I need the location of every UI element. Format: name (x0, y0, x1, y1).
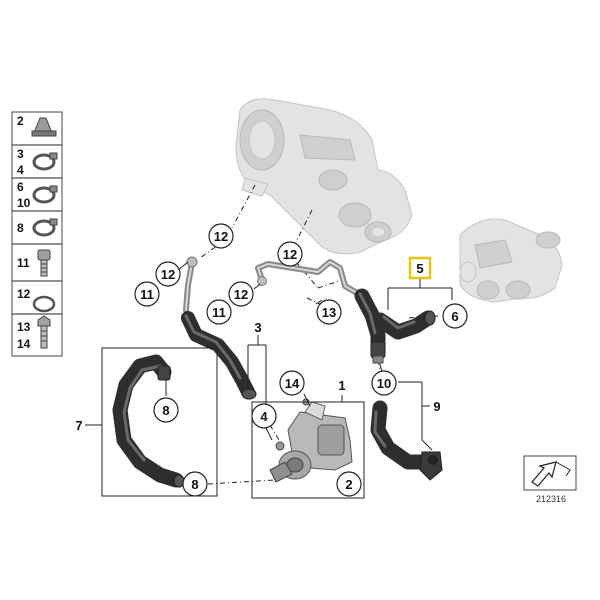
hose-3 (181, 311, 257, 400)
svg-text:6: 6 (451, 309, 458, 324)
hose-9 (370, 400, 443, 481)
hose-clamp-icon (32, 152, 58, 171)
callout-12-turbo-right: 12 (277, 241, 303, 267)
label-5-highlighted: 5 (408, 256, 432, 280)
callout-6: 6 (442, 303, 468, 329)
hose-clamp-icon (32, 185, 58, 204)
svg-text:6: 6 (17, 180, 24, 194)
svg-text:3: 3 (17, 147, 24, 161)
callout-14: 14 (279, 370, 305, 396)
hose-clamp-icon (32, 218, 58, 237)
callout-4: 4 (251, 403, 277, 429)
diagram-number: 212316 (536, 494, 566, 504)
label-7: 7 (75, 418, 82, 433)
svg-text:12: 12 (283, 247, 297, 262)
seal-ring-icon (32, 295, 56, 313)
label-9: 9 (433, 399, 440, 414)
svg-text:13: 13 (322, 305, 336, 320)
svg-text:11: 11 (140, 287, 154, 302)
svg-text:13: 13 (17, 320, 31, 334)
bolt-icon (37, 315, 51, 349)
callout-13: 13 (316, 299, 342, 325)
callout-12-center-pipe: 12 (228, 281, 254, 307)
svg-text:12: 12 (17, 287, 31, 301)
parts-legend: 2 3 4 6 10 8 11 (11, 111, 63, 357)
svg-text:2: 2 (345, 477, 352, 492)
label-3: 3 (254, 320, 261, 335)
direction-arrow-box (523, 455, 577, 491)
svg-text:11: 11 (212, 305, 226, 320)
svg-text:4: 4 (260, 409, 268, 424)
svg-text:5: 5 (416, 261, 423, 276)
svg-text:11: 11 (17, 256, 30, 270)
svg-text:10: 10 (377, 376, 391, 391)
svg-text:10: 10 (17, 196, 31, 210)
clip-icon (31, 117, 57, 137)
hollow-bolt-icon (37, 249, 51, 277)
hose-5 (354, 288, 436, 364)
svg-text:8: 8 (162, 403, 169, 418)
hose-7 (112, 354, 185, 488)
turbocharger-ghost (235, 98, 413, 255)
svg-text:12: 12 (161, 267, 175, 282)
svg-text:14: 14 (285, 376, 300, 391)
svg-text:8: 8 (17, 221, 24, 235)
svg-text:4: 4 (17, 163, 24, 177)
callout-8-lower: 8 (182, 471, 208, 497)
callout-12-turbo-top: 12 (208, 223, 234, 249)
callout-2: 2 (336, 471, 362, 497)
svg-text:2: 2 (17, 114, 24, 128)
svg-text:12: 12 (214, 229, 228, 244)
label-1: 1 (338, 378, 345, 393)
svg-text:8: 8 (191, 477, 198, 492)
leader-lines (85, 261, 453, 499)
coolant-housing-ghost (459, 218, 563, 303)
callout-10: 10 (371, 370, 397, 396)
coolant-pipe-center (255, 259, 365, 299)
callout-12-left-pipe: 12 (155, 261, 181, 287)
callout-8-upper: 8 (153, 397, 179, 423)
arrow-icon (531, 461, 557, 487)
callout-11-center: 11 (206, 299, 232, 325)
coolant-pipe-left (183, 256, 198, 313)
svg-text:14: 14 (17, 337, 31, 351)
auxiliary-water-pump (269, 398, 353, 483)
callout-11-left: 11 (134, 281, 160, 307)
svg-text:12: 12 (234, 287, 248, 302)
